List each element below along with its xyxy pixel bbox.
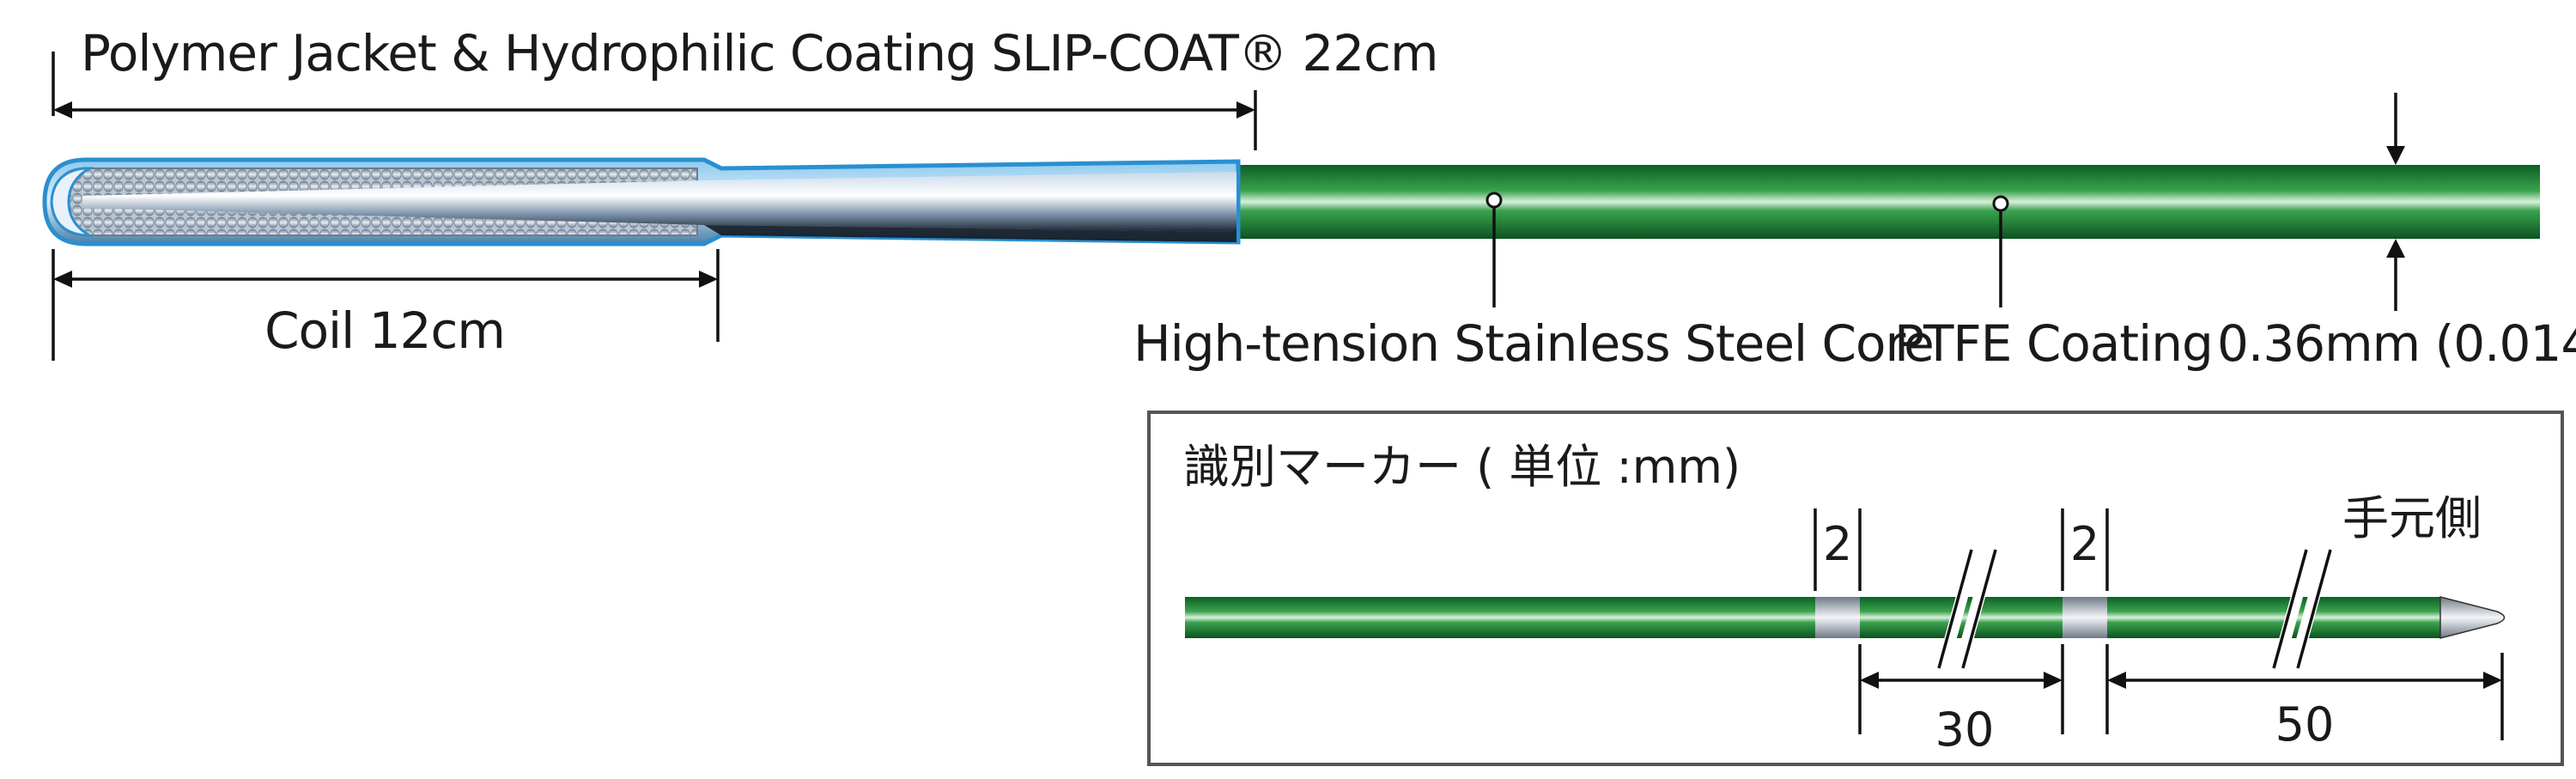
- marker-band-1: [1815, 597, 1860, 638]
- proximal-side-label: 手元側: [2342, 491, 2482, 545]
- marker-band-2: [2063, 597, 2107, 638]
- marker-wire: [1185, 597, 2440, 638]
- diameter-callout: 0.36mm (0.014"): [2217, 93, 2576, 373]
- gap-arrow-right: [2044, 672, 2063, 689]
- coil-dimension: Coil 12cm: [52, 249, 720, 361]
- end-arrow-right: [2483, 672, 2502, 689]
- marker-panel: 識別マーカー ( 単位 :mm) 手元側 2 2: [1147, 411, 2564, 766]
- diameter-arrow-top: [2386, 146, 2405, 165]
- ptfe-label: PTFE Coating: [1894, 314, 2213, 373]
- band2-label: 2: [2070, 517, 2099, 571]
- core-callout-dot: [1485, 192, 1503, 209]
- core-callout: High-tension Stainless Steel Core: [1133, 192, 1935, 373]
- core-shadow: [704, 225, 1236, 242]
- gap-label: 30: [1935, 703, 1995, 757]
- coil-dim-arrow-left: [53, 271, 72, 288]
- diameter-arrow-bottom: [2386, 239, 2405, 258]
- marker-wire-proximal-tip: [2439, 596, 2506, 639]
- jacket-label: Polymer Jacket & Hydrophilic Coating SLI…: [81, 24, 1438, 82]
- ptfe-callout: PTFE Coating: [1894, 195, 2214, 373]
- marker-panel-frame: [1147, 411, 2564, 766]
- ptfe-callout-dot: [1992, 195, 2009, 212]
- band1-label: 2: [1823, 517, 1852, 571]
- ptfe-shaft: [1235, 165, 2540, 239]
- end-arrow-left: [2107, 672, 2126, 689]
- gap-arrow-left: [1860, 672, 1879, 689]
- guidewire: [42, 157, 2540, 246]
- break-mark-2: [2271, 548, 2333, 670]
- atraumatic-tip: [50, 167, 94, 237]
- steel-core-taper: [82, 172, 1236, 232]
- core-label: High-tension Stainless Steel Core: [1133, 314, 1934, 373]
- marker-panel-title: 識別マーカー ( 単位 :mm): [1183, 440, 1741, 494]
- break-mark-1: [1936, 548, 1998, 670]
- end-label: 50: [2275, 697, 2335, 752]
- diameter-label: 0.36mm (0.014"): [2217, 314, 2576, 373]
- coil-label: Coil 12cm: [264, 301, 505, 360]
- jacket-dimension: Polymer Jacket & Hydrophilic Coating SLI…: [52, 24, 1439, 150]
- coil-dim-arrow-right: [699, 271, 718, 288]
- jacket-dim-arrow-left: [53, 101, 72, 119]
- jacket-dim-arrow-right: [1236, 101, 1255, 119]
